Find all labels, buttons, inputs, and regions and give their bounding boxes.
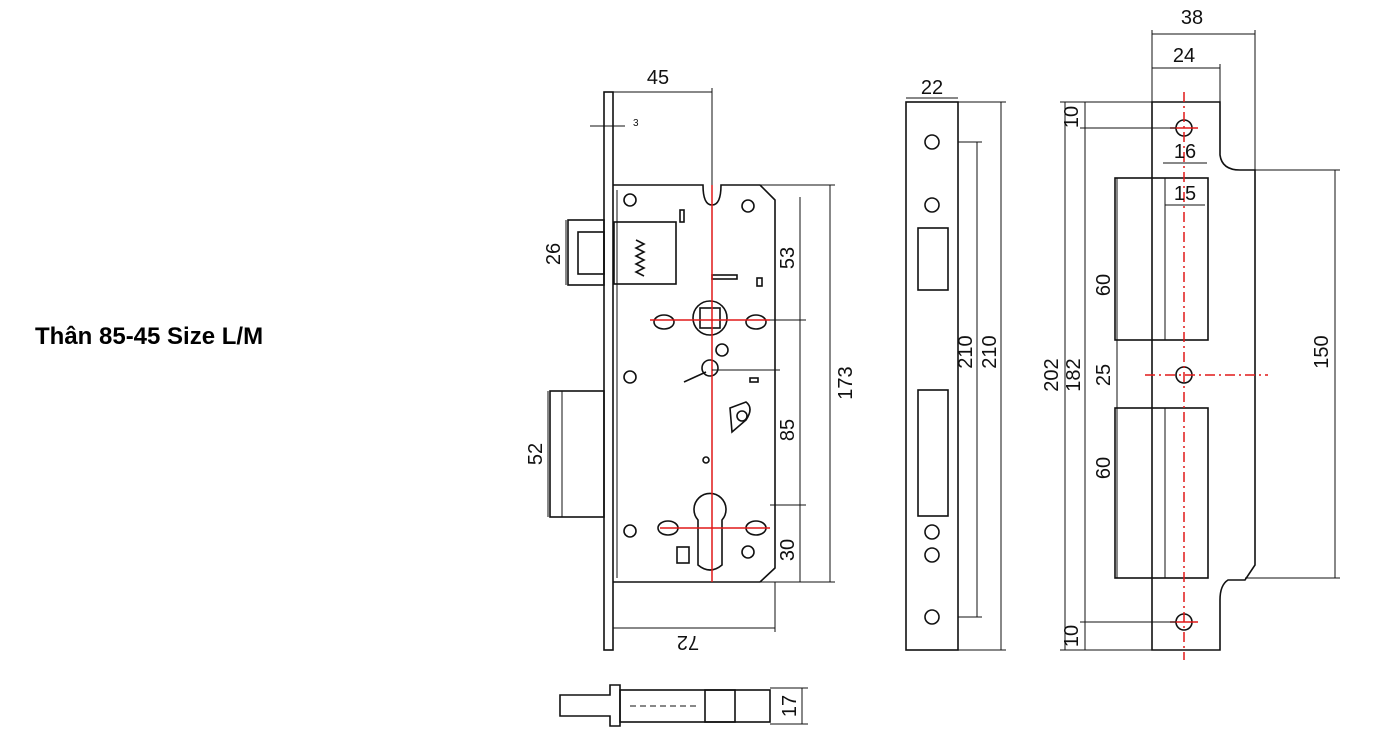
screw-icon: [623, 193, 755, 559]
drawing-shape: [653, 314, 675, 330]
product-title: Thân 85-45 Size L/M: [35, 323, 264, 350]
deadbolt-opening: [917, 389, 949, 517]
drawing-shape: [741, 199, 755, 213]
drawing-shape: [623, 370, 637, 384]
drawing-shape: [699, 307, 721, 329]
dim-body-height: 173: [835, 366, 857, 399]
drawing-shape: [679, 209, 685, 223]
latch-opening: [917, 227, 949, 291]
drawing-shape: [756, 277, 763, 287]
dim-top-to-handle: 53: [777, 247, 799, 269]
drawing-shape: [924, 197, 940, 213]
strike-opening-lower: [1114, 407, 1209, 579]
deadbolt: [549, 390, 605, 518]
drawing-shape: [924, 609, 940, 625]
dim-bottom-thickness: 17: [779, 695, 801, 717]
drawing-shape: [749, 377, 759, 383]
latch-housing: [613, 221, 677, 285]
dim-backset: 45: [647, 67, 669, 89]
lock-body-view: 45 3 26 52 53 85 30 173 72: [525, 67, 857, 653]
drawing-shape: [711, 274, 738, 280]
drawing-shape: [577, 231, 605, 275]
dim-lip-height: 150: [1311, 335, 1333, 368]
drawing-shape: [924, 547, 940, 563]
drawing-shape: [559, 684, 621, 727]
dim-body-width: 72: [677, 631, 699, 653]
faceplate-view: 22 210 210: [905, 77, 1006, 651]
strike-opening-upper: [1114, 177, 1209, 341]
dim-strike-width-plate: 24: [1173, 45, 1195, 67]
drawing-shape: [623, 193, 637, 207]
lock-case: [613, 184, 776, 583]
dim-cylinder-to-bottom: 30: [777, 539, 799, 561]
drawing-shape: [736, 410, 748, 422]
bottom-view: 17: [559, 684, 808, 727]
dim-faceplate-width: 22: [921, 77, 943, 99]
faceplate-side: [603, 91, 614, 651]
drawing-shape: [623, 524, 637, 538]
dim-faceplate-height-b: 210: [979, 335, 1001, 368]
dim-latch-height: 26: [543, 243, 565, 265]
drawing-shape: [924, 134, 940, 150]
drawing-shape: [745, 314, 767, 330]
drawing-shape: [741, 545, 755, 559]
dim-opening-16: 16: [1174, 141, 1196, 163]
drawing-shape: [676, 546, 690, 564]
dim-edge-top: 10: [1061, 106, 1083, 128]
drawing-shape: [924, 524, 940, 540]
dim-opening-upper: 60: [1093, 274, 1115, 296]
drawing-shape: [619, 689, 771, 723]
drawing-shape: [715, 343, 729, 357]
dim-strike-width-total: 38: [1181, 7, 1203, 29]
dim-handle-to-cylinder: 85: [777, 419, 799, 441]
follower-hub: [692, 300, 728, 336]
drawing-shape: [701, 359, 719, 377]
cylinder-hole: [693, 492, 727, 571]
dim-gap-middle: 25: [1093, 364, 1115, 386]
latch-bolt: [567, 219, 605, 286]
drawing-line: [683, 371, 707, 383]
drawing-shape: [1151, 101, 1256, 651]
dim-deadbolt-height: 52: [525, 443, 547, 465]
dim-screw-span: 182: [1063, 358, 1085, 391]
dim-height-total: 202: [1041, 358, 1063, 391]
dim-opening-15: 15: [1174, 183, 1196, 205]
strike-plate-view: 38 24 16 15 10 10 202 182 60 25 60 150: [1041, 7, 1340, 660]
dim-faceplate-thickness: 3: [633, 118, 639, 129]
latch-spring: [634, 239, 646, 277]
drawing-shape: [905, 101, 959, 651]
drawing-shape: [702, 456, 710, 464]
dim-opening-lower: 60: [1093, 457, 1115, 479]
dim-faceplate-height-a: 210: [955, 335, 977, 368]
dim-edge-bottom: 10: [1061, 625, 1083, 647]
drawing-shape: [704, 689, 736, 723]
